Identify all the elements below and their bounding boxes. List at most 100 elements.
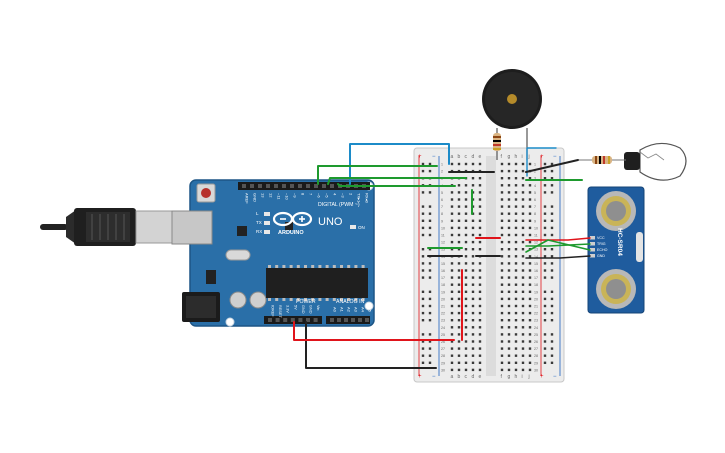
row-number: 30 <box>441 368 445 372</box>
wire-blue-bulb[interactable] <box>526 147 557 177</box>
wire-blue-buzzer[interactable] <box>349 143 450 185</box>
pin-label: 8 <box>301 193 306 196</box>
pin-label: TX▸1 <box>357 193 362 203</box>
pin-label: GND <box>301 305 305 314</box>
header-pin[interactable] <box>283 318 288 322</box>
sensor-pin-label: GND <box>597 254 605 258</box>
header-pin[interactable] <box>290 318 295 322</box>
wire-green-2[interactable] <box>327 177 467 185</box>
row-number: 7 <box>534 205 536 209</box>
row-number: 20 <box>534 297 538 301</box>
header-pin[interactable] <box>275 318 280 322</box>
header-pin[interactable] <box>314 184 318 188</box>
wire-black-2[interactable] <box>525 159 579 173</box>
row-number: 16 <box>534 269 538 273</box>
rail-sign: + <box>418 154 422 160</box>
header-pin[interactable] <box>306 318 310 322</box>
row-number: 17 <box>441 276 445 280</box>
row-number: 27 <box>441 347 445 351</box>
row-number: 26 <box>534 340 538 344</box>
resistor-buzzer[interactable] <box>493 133 501 151</box>
header-pin[interactable] <box>322 184 326 188</box>
header-pin[interactable] <box>330 318 334 322</box>
row-number: 20 <box>441 297 445 301</box>
pin-label: AREF <box>245 193 250 204</box>
pin-label: ~6 <box>317 193 322 198</box>
pin-label: 7 <box>309 193 314 196</box>
header-pin[interactable] <box>298 318 303 322</box>
column-letter: f <box>501 374 503 380</box>
header-pin[interactable] <box>313 318 318 322</box>
row-number: 27 <box>534 347 538 351</box>
rail-sign: − <box>432 154 436 160</box>
digital-pwm-label: DIGITAL (PWM ~) <box>318 202 360 208</box>
wire-sensor-vcc[interactable] <box>525 237 591 241</box>
rail-sign: + <box>418 374 422 380</box>
header-pin[interactable] <box>282 184 286 188</box>
pin-label: GND <box>253 193 258 202</box>
wire-sensor-trig[interactable] <box>525 243 591 247</box>
row-number: 21 <box>441 305 445 309</box>
pin-label: A1 <box>340 307 345 313</box>
row-number: 12 <box>441 241 445 245</box>
led-tx <box>264 221 270 225</box>
header-pin[interactable] <box>306 184 310 188</box>
header-pin[interactable] <box>268 318 272 322</box>
header-pin[interactable] <box>337 318 341 322</box>
column-letter: i <box>522 374 523 380</box>
header-pin[interactable] <box>274 184 278 188</box>
header-pin[interactable] <box>351 318 355 322</box>
digital-header[interactable] <box>238 182 370 190</box>
sensor-pin[interactable] <box>590 242 595 246</box>
row-number: 19 <box>441 290 445 294</box>
row-number: 4 <box>534 184 536 188</box>
header-pin[interactable] <box>250 184 254 188</box>
pin-label: 12 <box>269 193 274 198</box>
wire-red-5v[interactable] <box>293 321 455 341</box>
header-pin[interactable] <box>358 318 362 322</box>
row-number: 2 <box>441 170 443 174</box>
on-led-label: ON <box>358 225 365 230</box>
row-number: 28 <box>534 354 538 358</box>
column-letter: b <box>458 154 461 160</box>
led-label: TX <box>256 220 262 225</box>
header-pin[interactable] <box>365 318 369 322</box>
column-letter: i <box>522 154 523 160</box>
row-number: 17 <box>534 276 538 280</box>
sensor-pin[interactable] <box>590 248 595 252</box>
header-pin[interactable] <box>290 184 294 188</box>
pin-label: ~9 <box>293 193 298 198</box>
row-number: 10 <box>441 226 445 230</box>
header-pin[interactable] <box>258 184 262 188</box>
row-number: 8 <box>441 212 443 216</box>
resistor-bulb[interactable] <box>578 156 618 164</box>
pin-label: RESET <box>278 305 282 318</box>
wire-black-gnd[interactable] <box>305 321 437 369</box>
pin-label: Vin <box>316 305 320 310</box>
wire-green-1[interactable] <box>317 165 438 185</box>
light-bulb[interactable] <box>618 142 687 181</box>
led-rx <box>264 230 270 234</box>
column-letter: j <box>528 154 530 160</box>
header-pin[interactable] <box>242 184 246 188</box>
piezo-buzzer[interactable] <box>482 69 542 160</box>
wire-sensor-gnd[interactable] <box>525 255 591 259</box>
wire-sensor-echo[interactable] <box>525 239 591 253</box>
row-number: 28 <box>441 354 445 358</box>
header-pin[interactable] <box>298 184 302 188</box>
header-pin[interactable] <box>266 184 270 188</box>
sensor-pin[interactable] <box>590 236 595 240</box>
pin-label: RX◂0 <box>365 193 370 204</box>
row-number: 19 <box>534 290 538 294</box>
wire-green-3[interactable] <box>337 183 456 187</box>
header-pin[interactable] <box>344 318 348 322</box>
row-number: 1 <box>534 163 536 167</box>
led-label: RX <box>256 229 262 234</box>
row-number: 5 <box>441 191 443 195</box>
column-letter: e <box>479 154 482 160</box>
sensor-pin[interactable] <box>590 254 595 258</box>
header-pin[interactable] <box>330 184 334 188</box>
